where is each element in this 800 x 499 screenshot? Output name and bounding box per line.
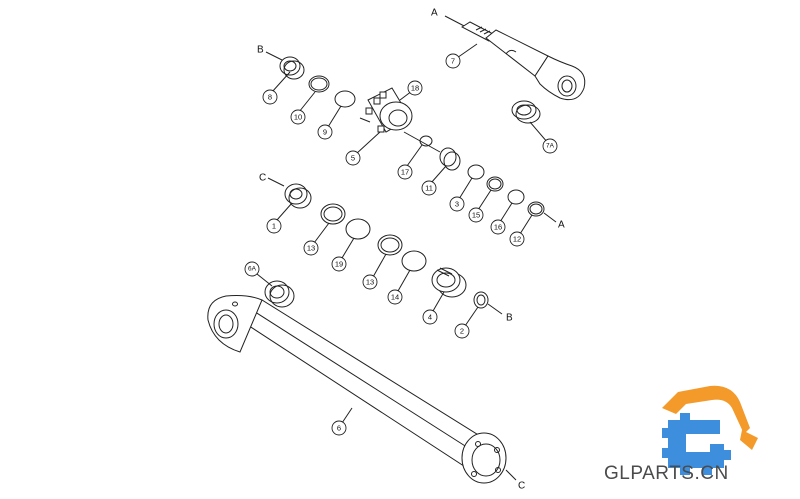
callout-1: 1 [266, 218, 282, 234]
callout-4: 4 [422, 309, 438, 325]
svg-text:7: 7 [451, 57, 455, 66]
svg-text:9: 9 [323, 128, 327, 137]
piston-row-parts [267, 177, 503, 315]
callout-8: 8 [262, 89, 278, 105]
svg-text:1: 1 [272, 222, 276, 231]
callout-10: 10 [290, 109, 306, 125]
ref-letter-a-top: A [431, 8, 438, 19]
callout-12: 12 [509, 231, 525, 247]
svg-text:5: 5 [351, 154, 355, 163]
callout-7a: 7A [542, 138, 558, 154]
callout-15: 15 [468, 207, 484, 223]
ref-letter-c-top: C [259, 173, 266, 184]
ref-letter-c-bottom: C [518, 481, 525, 492]
svg-text:19: 19 [335, 260, 343, 269]
callout-13-upper: 13 [303, 240, 319, 256]
head-row-parts [265, 51, 557, 223]
svg-text:4: 4 [428, 313, 432, 322]
logo-excavator-arm [662, 385, 750, 434]
svg-text:11: 11 [425, 184, 433, 193]
rod-eye-bushing-part [511, 100, 541, 124]
piston-rod-part [444, 15, 586, 101]
svg-text:10: 10 [294, 113, 302, 122]
callout-18: 18 [407, 80, 423, 96]
glparts-logo-icon [662, 385, 758, 475]
callout-5: 5 [345, 150, 361, 166]
callout-2: 2 [454, 323, 470, 339]
callout-6: 6 [331, 420, 347, 436]
svg-text:18: 18 [411, 84, 419, 93]
callout-11: 11 [421, 180, 437, 196]
callout-17: 17 [397, 164, 413, 180]
ref-letter-b-right: B [506, 313, 513, 324]
callout-13-lower: 13 [362, 274, 378, 290]
svg-text:6: 6 [337, 424, 341, 433]
ref-letter-b-top: B [257, 45, 264, 56]
callout-leaders [256, 43, 549, 424]
ref-letter-a-right: A [558, 220, 565, 231]
svg-text:15: 15 [472, 211, 480, 220]
svg-text:8: 8 [268, 93, 272, 102]
brand-name: GLPARTS.CN [604, 463, 729, 484]
svg-text:2: 2 [460, 327, 464, 336]
callout-3: 3 [449, 196, 465, 212]
svg-text:14: 14 [391, 293, 399, 302]
callout-9: 9 [317, 124, 333, 140]
callout-7: 7 [445, 53, 461, 69]
callout-19: 19 [331, 256, 347, 272]
callout-6a: 6A [244, 261, 260, 277]
svg-text:17: 17 [401, 168, 409, 177]
svg-text:13: 13 [366, 278, 374, 287]
svg-text:16: 16 [494, 223, 502, 232]
svg-text:3: 3 [455, 200, 459, 209]
cylinder-barrel-part [207, 280, 517, 484]
svg-text:12: 12 [513, 235, 521, 244]
callout-16: 16 [490, 219, 506, 235]
svg-text:6A: 6A [248, 266, 257, 273]
svg-text:7A: 7A [546, 143, 555, 150]
svg-text:13: 13 [307, 244, 315, 253]
logo-gear [662, 413, 731, 475]
callout-14: 14 [387, 289, 403, 305]
